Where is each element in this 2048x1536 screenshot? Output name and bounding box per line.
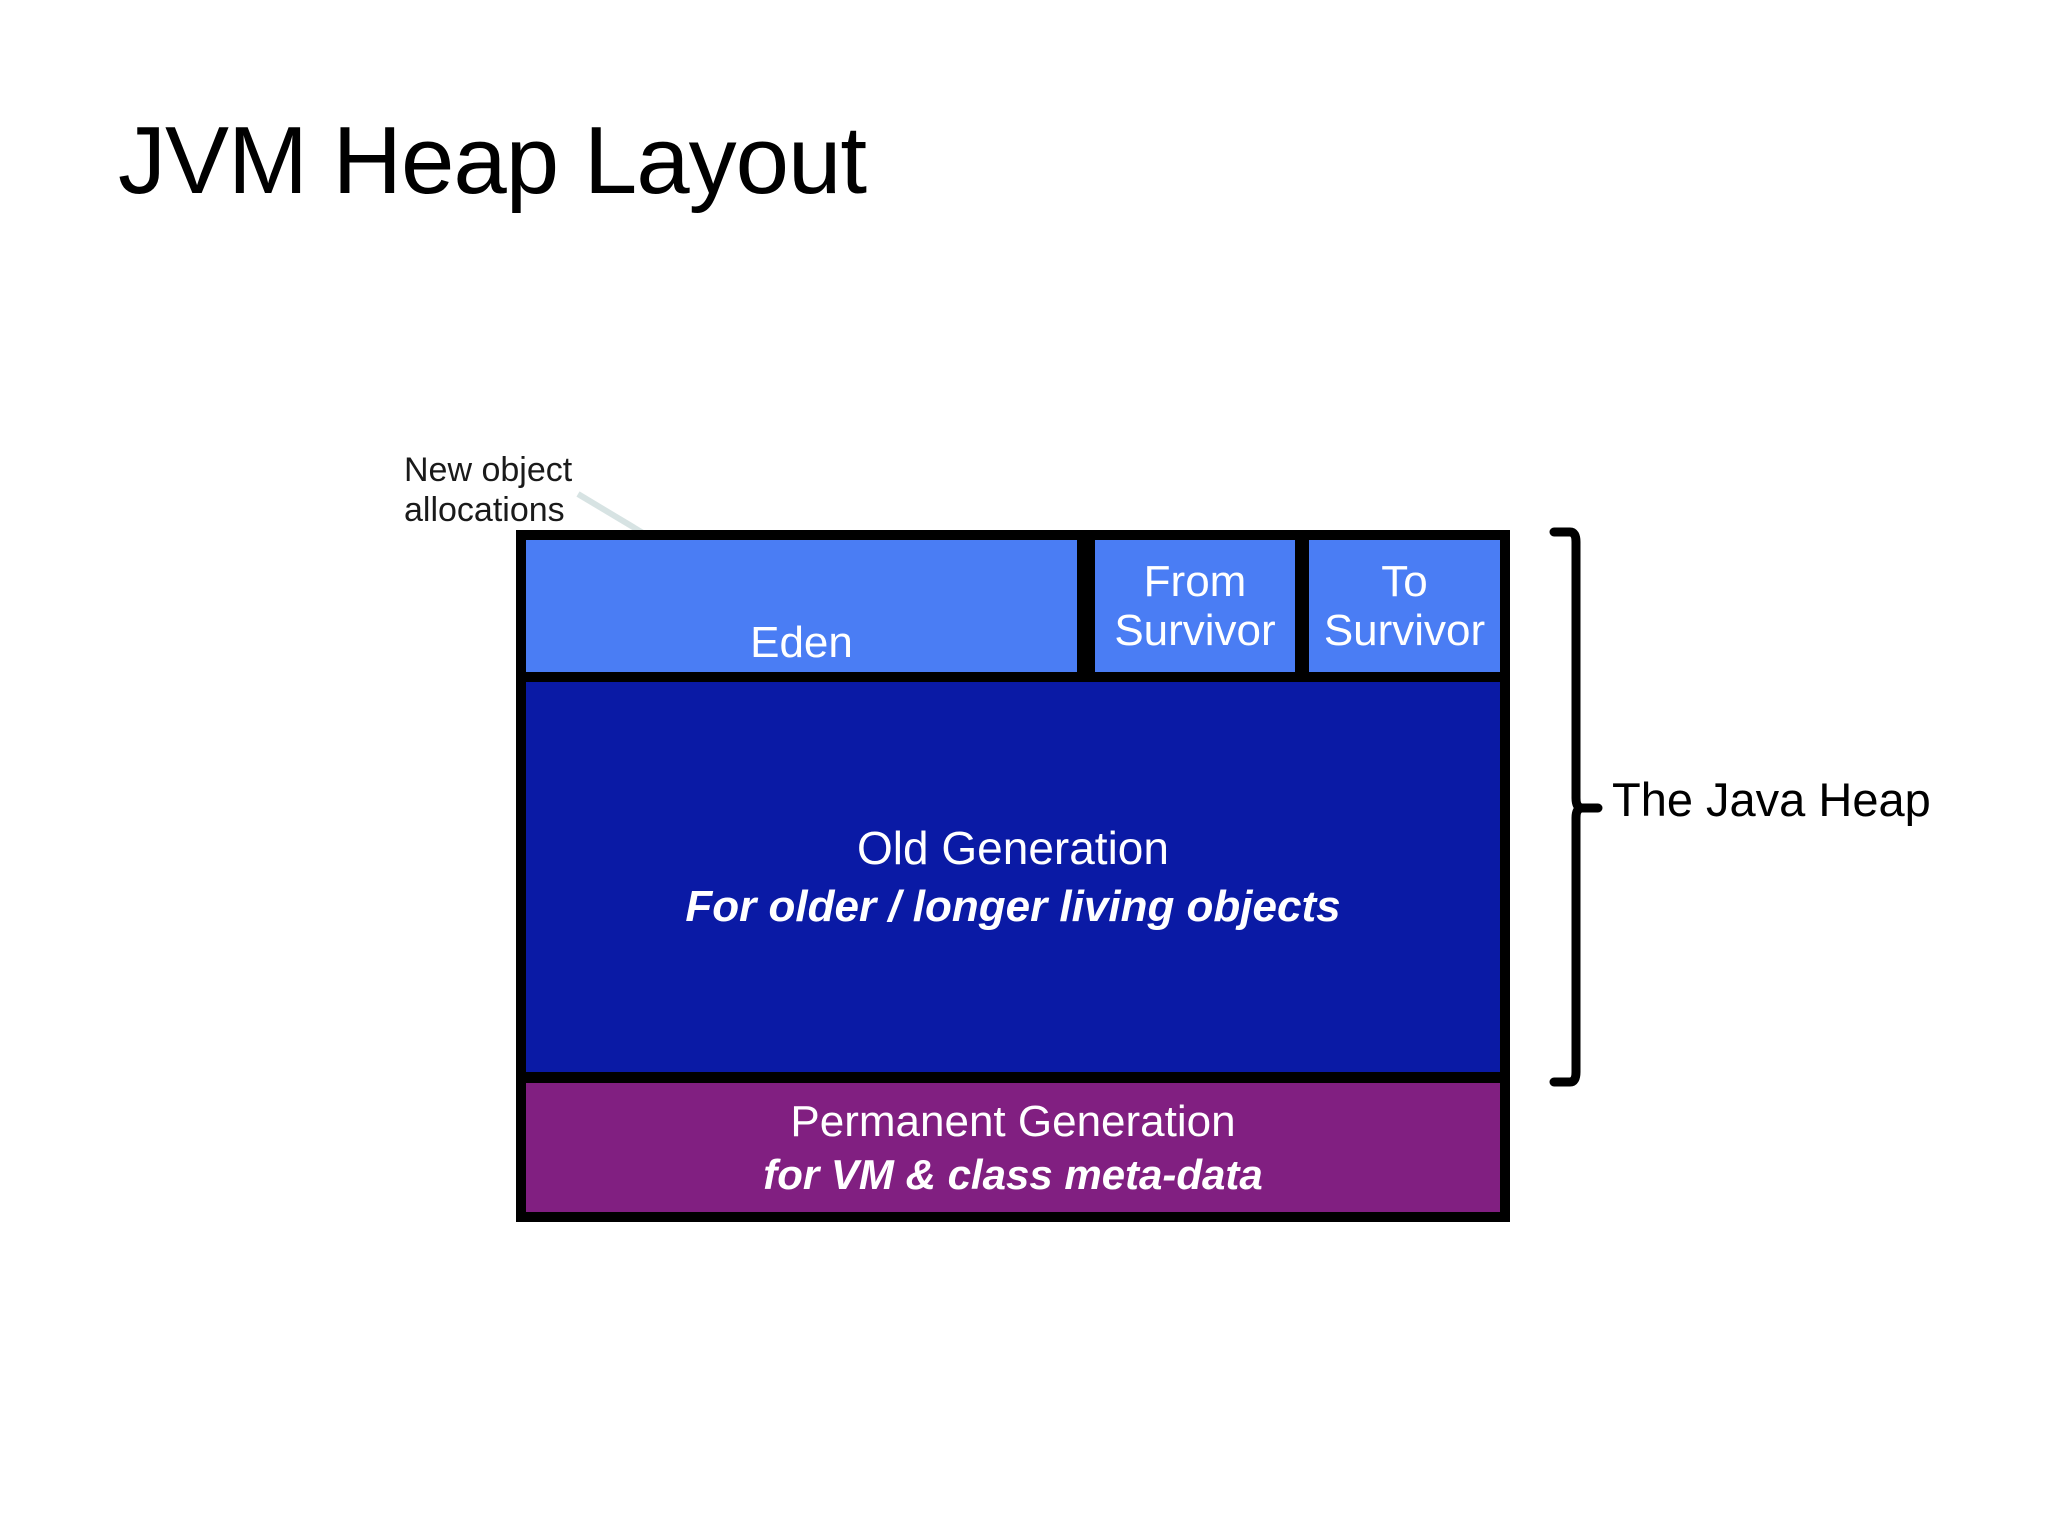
to-survivor-block: To Survivor xyxy=(1309,540,1500,672)
old-generation-block: Old Generation For older / longer living… xyxy=(526,682,1500,1072)
old-generation-label: Old Generation xyxy=(857,822,1169,874)
from-survivor-block: From Survivor xyxy=(1095,540,1295,672)
permanent-generation-label: Permanent Generation xyxy=(790,1096,1236,1146)
from-survivor-label: From Survivor xyxy=(1114,556,1276,655)
eden-block: Eden xyxy=(526,540,1077,672)
permanent-generation-block: Permanent Generation for VM & class meta… xyxy=(526,1083,1500,1212)
java-heap-bracket-icon xyxy=(1549,527,1603,1087)
heap-box-frame: Eden From Survivor To Survivor Old Gener… xyxy=(516,530,1510,1222)
permanent-generation-sublabel: for VM & class meta-data xyxy=(763,1150,1263,1198)
old-generation-sublabel: For older / longer living objects xyxy=(685,882,1341,931)
new-object-allocations-annotation: New object allocations xyxy=(404,451,573,530)
page-title: JVM Heap Layout xyxy=(118,107,867,214)
java-heap-bracket-label: The Java Heap xyxy=(1612,773,1931,826)
young-generation-row: Eden From Survivor To Survivor xyxy=(526,540,1500,672)
to-survivor-label: To Survivor xyxy=(1323,556,1486,655)
eden-label: Eden xyxy=(750,617,853,667)
